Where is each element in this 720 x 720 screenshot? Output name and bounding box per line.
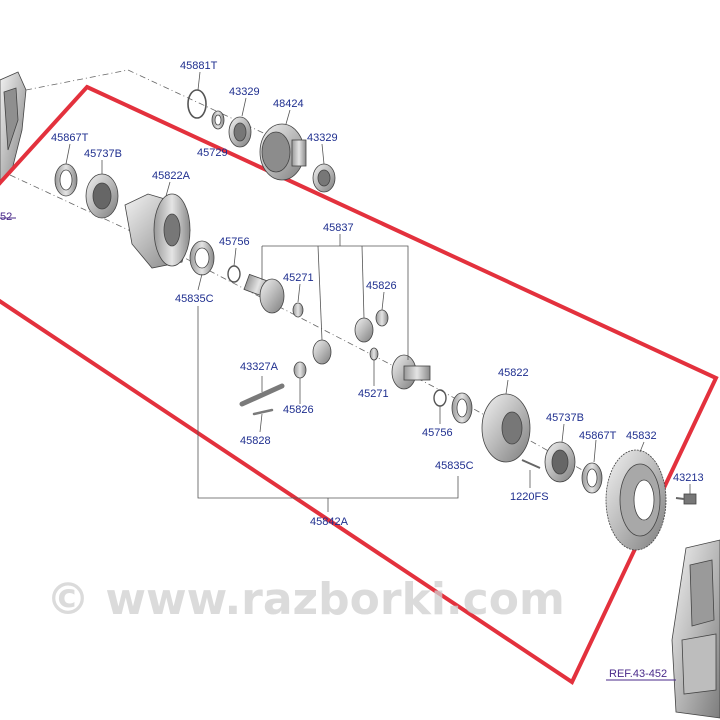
label-45835C-b: 45835C — [435, 460, 474, 472]
label-45271-b: 45271 — [358, 388, 389, 400]
label-43329-b: 43329 — [307, 132, 338, 144]
leader-lines — [65, 71, 691, 512]
label-48424: 48424 — [273, 98, 304, 110]
part-45835C-washer-b — [451, 392, 473, 424]
label-45729: 45729 — [197, 147, 228, 159]
label-45271-a: 45271 — [283, 272, 314, 284]
ref-label-bottom-right[interactable]: REF.43-452 — [609, 668, 667, 680]
part-45867T-shim-a — [54, 163, 78, 197]
part-45737B-bearing-a — [85, 173, 119, 219]
part-43329-bearing-a — [228, 116, 252, 148]
part-45826-washer-b — [293, 361, 307, 379]
label-45756-b: 45756 — [422, 427, 453, 439]
label-45756-a: 45756 — [219, 236, 250, 248]
part-45881T-ring — [187, 89, 207, 119]
part-labels: 45881T 43329 48424 45729 43329 45867T 45… — [0, 60, 704, 680]
part-45828-pin — [252, 408, 274, 416]
label-1220FS: 1220FS — [510, 491, 549, 503]
label-43213: 43213 — [673, 472, 704, 484]
label-45822A: 45822A — [152, 170, 191, 182]
label-45832: 45832 — [626, 430, 657, 442]
label-45828: 45828 — [240, 435, 271, 447]
part-43329-bearing-b — [312, 163, 336, 193]
part-side-gear-a — [243, 273, 285, 314]
label-45881T: 45881T — [180, 60, 218, 72]
part-45832-ring-gear — [605, 449, 667, 551]
label-45826-a: 45826 — [366, 280, 397, 292]
ref-label-top-left[interactable]: 52 — [0, 211, 12, 223]
label-45835C-a: 45835C — [175, 293, 214, 305]
label-43329-a: 43329 — [229, 86, 260, 98]
label-45867T-b: 45867T — [579, 430, 617, 442]
label-45822: 45822 — [498, 367, 529, 379]
part-side-gear-b — [391, 354, 431, 390]
part-43213-bolt — [675, 493, 697, 505]
label-45737B-a: 45737B — [84, 148, 122, 160]
part-45822A-case — [124, 193, 191, 269]
label-43327A: 43327A — [240, 361, 279, 373]
part-45756-ring-b — [433, 389, 447, 407]
label-45837: 45837 — [323, 222, 354, 234]
part-pinion-gear-a — [312, 339, 332, 365]
part-45271-washer-b — [369, 347, 379, 361]
part-45737B-bearing-b — [544, 441, 576, 483]
label-45867T-a: 45867T — [51, 132, 89, 144]
part-48424-gear — [259, 123, 307, 181]
part-45756-ring-a — [227, 265, 241, 283]
part-1220FS-bolt — [521, 459, 541, 469]
label-45826-b: 45826 — [283, 404, 314, 416]
transmission-case-right — [606, 539, 720, 719]
part-45835C-washer-a — [189, 240, 215, 276]
part-45271-washer-a — [292, 302, 304, 318]
part-45867T-shim-b — [581, 462, 603, 494]
label-45737B-b: 45737B — [546, 412, 584, 424]
part-45729-washer — [211, 110, 225, 130]
transmission-case-left — [0, 71, 27, 219]
part-45822-case — [481, 393, 531, 463]
part-43327A-shaft — [239, 383, 285, 407]
label-45842A: 45842A — [310, 516, 349, 528]
watermark-text: © www.razborki.com — [46, 574, 565, 625]
part-45826-washer-a — [375, 309, 389, 327]
part-pinion-gear-b — [354, 317, 374, 343]
highlight-frame — [0, 84, 719, 685]
